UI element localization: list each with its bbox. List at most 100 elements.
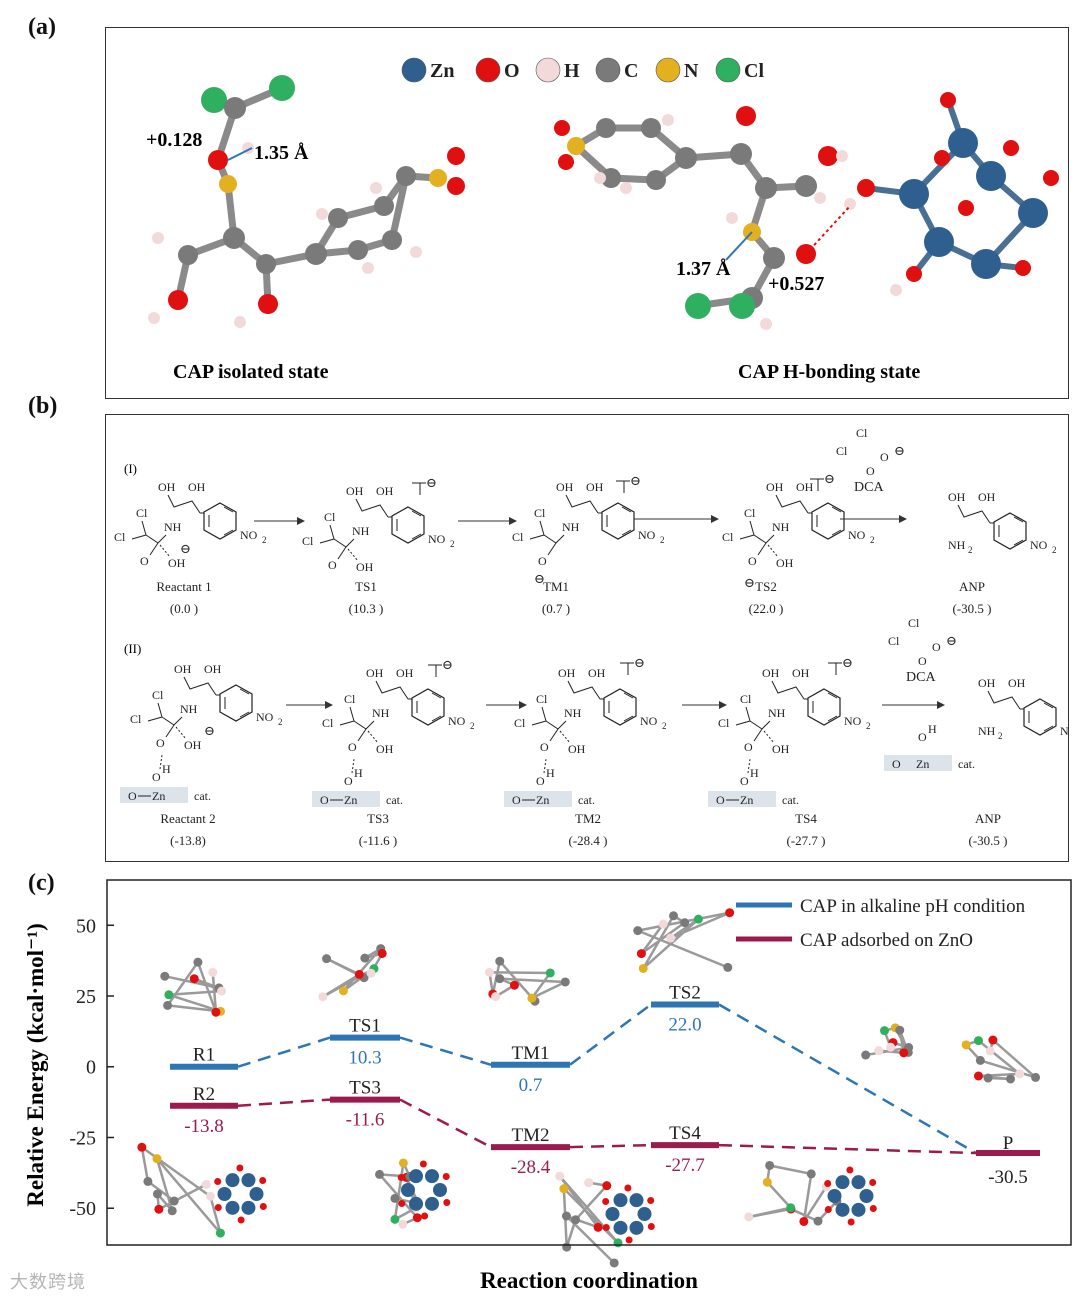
dca-chlorine-label: Cl bbox=[908, 616, 920, 630]
y-axis-title: Relative Energy (kcal·mol⁻¹) bbox=[23, 923, 48, 1206]
thumbnail-zn-atom bbox=[835, 1202, 850, 1217]
counterion-bond bbox=[810, 478, 824, 491]
chlorine-label: Cl bbox=[534, 506, 546, 520]
thumbnail-bond bbox=[147, 1180, 175, 1203]
thumbnail-atom bbox=[322, 954, 332, 964]
attacking-hydroxide-label: OH bbox=[184, 738, 202, 752]
counterion-bond bbox=[412, 482, 426, 495]
thumbnail-atom bbox=[495, 974, 505, 984]
thumbnail-atom bbox=[152, 1154, 162, 1164]
nitro-label: NO bbox=[844, 714, 862, 728]
legend-atom-cl-icon bbox=[715, 57, 741, 83]
attacking-hydroxide-label: OH bbox=[776, 556, 794, 570]
catalyst-label: cat. bbox=[386, 793, 403, 807]
attacking-hydroxide-label: OH bbox=[376, 742, 394, 756]
thumbnail-bond bbox=[977, 1039, 1021, 1075]
species-name-reactant-1: Reactant 1 bbox=[156, 579, 211, 594]
thumbnail-bond bbox=[489, 971, 551, 975]
thumbnail-o-atom bbox=[869, 1204, 877, 1212]
thumbnail-bond bbox=[498, 960, 536, 1003]
legend-atom-cl-label: Cl bbox=[744, 60, 764, 82]
surface-oxygen-label: O bbox=[344, 774, 353, 788]
dca-charge: ⊖ bbox=[946, 633, 957, 648]
thumbnail-atom bbox=[602, 1181, 612, 1191]
forming-bond bbox=[763, 730, 775, 744]
right-distance-label: 1.37 Å bbox=[676, 257, 731, 280]
thumbnail-atom bbox=[143, 1176, 153, 1186]
thumbnail-bond bbox=[393, 1162, 405, 1220]
hydroxyl-label: OH bbox=[346, 484, 364, 498]
level-label-tm1: TM1 bbox=[512, 1043, 550, 1064]
legend-atom-zn-icon bbox=[401, 57, 427, 83]
species-energy: (-13.8) bbox=[170, 833, 206, 848]
thumbnail-bond bbox=[640, 923, 665, 955]
thumbnail-atom bbox=[208, 967, 218, 977]
hydroxyl-label: OH bbox=[766, 480, 784, 494]
dca-label: DCA bbox=[906, 670, 936, 685]
dca-oxygen-label: O bbox=[932, 640, 941, 654]
thumbnail-atom bbox=[491, 992, 501, 1002]
nitro-label: NO bbox=[638, 528, 656, 542]
thumbnail-atom bbox=[861, 1050, 871, 1060]
level-value-ts3: -11.6 bbox=[346, 1110, 385, 1131]
zn-label: Zn bbox=[916, 757, 929, 771]
connector-series-2 bbox=[237, 1098, 331, 1108]
thumbnail-atom bbox=[154, 1204, 164, 1214]
benzene-ring bbox=[219, 684, 253, 722]
counterion-bond bbox=[828, 662, 842, 675]
thumbnail-bond bbox=[979, 1059, 1036, 1079]
thumbnail-o-atom bbox=[259, 1176, 267, 1184]
benzene-ring bbox=[1023, 698, 1057, 736]
legend-atom-c-icon bbox=[595, 57, 621, 83]
catalyst-label: cat. bbox=[194, 789, 211, 803]
counterion-charge: ⊖ bbox=[442, 657, 453, 672]
thumbnail-atom bbox=[354, 969, 364, 979]
hydroxyl-label: OH bbox=[588, 666, 606, 680]
dca-charge: ⊖ bbox=[894, 443, 905, 458]
thumbnail-atom bbox=[593, 1222, 603, 1232]
thumbnail-atom bbox=[189, 974, 199, 984]
hydroxyl-label: OH bbox=[556, 480, 574, 494]
thumbnail-zn-atom bbox=[605, 1207, 620, 1221]
thumbnail-atom bbox=[169, 1196, 179, 1206]
thumbnail-atom bbox=[167, 1206, 177, 1216]
nitro-subscript: 2 bbox=[278, 717, 283, 727]
thumbnail-zn-atom bbox=[225, 1173, 240, 1188]
thumbnail-atom bbox=[613, 1238, 623, 1248]
thumbnail-o-atom bbox=[624, 1184, 632, 1192]
species-name-ts1: TS1 bbox=[355, 579, 377, 594]
legend-atom-n-label: N bbox=[684, 60, 699, 82]
chlorine-label: Cl bbox=[114, 530, 126, 544]
right-caption: CAP H-bonding state bbox=[738, 361, 920, 383]
species-name-anp: ANP bbox=[975, 811, 1001, 826]
thumbnail-atom bbox=[813, 1216, 823, 1226]
zn-cluster-atoms bbox=[857, 92, 1059, 296]
connector-series-1 bbox=[399, 1036, 492, 1066]
amine-subscript: 2 bbox=[998, 731, 1003, 741]
thumbnail-atom bbox=[879, 1026, 889, 1036]
cap-hbond-atoms bbox=[554, 106, 856, 330]
nitro-label: NO bbox=[240, 528, 258, 542]
thumbnail-bond bbox=[530, 972, 552, 999]
zn-label: Zn bbox=[152, 789, 165, 803]
level-label-ts2: TS2 bbox=[669, 982, 701, 1003]
thumbnail-atom bbox=[509, 980, 519, 990]
chlorine-label: Cl bbox=[344, 692, 356, 706]
thumbnail-bond bbox=[168, 993, 221, 1013]
side-chain-bond bbox=[529, 520, 565, 544]
benzene-ring bbox=[603, 688, 637, 726]
surface-o-label: O bbox=[320, 793, 329, 807]
level-label-ts4: TS4 bbox=[669, 1123, 701, 1144]
attacking-hydroxide-label: OH bbox=[356, 560, 374, 574]
level-label-ts1: TS1 bbox=[349, 1016, 381, 1037]
side-chain-bond bbox=[147, 702, 183, 726]
species-energy: (0.0 ) bbox=[170, 601, 198, 616]
thumbnail-bond bbox=[155, 1158, 174, 1212]
level-label-r1: R1 bbox=[193, 1045, 215, 1066]
thumbnail-atom bbox=[693, 914, 703, 924]
thumbnail-o-atom bbox=[869, 1178, 877, 1186]
nitro-subscript: 2 bbox=[262, 535, 267, 545]
thumbnail-o-atom bbox=[824, 1180, 832, 1188]
thumbnail-o-atom bbox=[824, 1206, 832, 1214]
